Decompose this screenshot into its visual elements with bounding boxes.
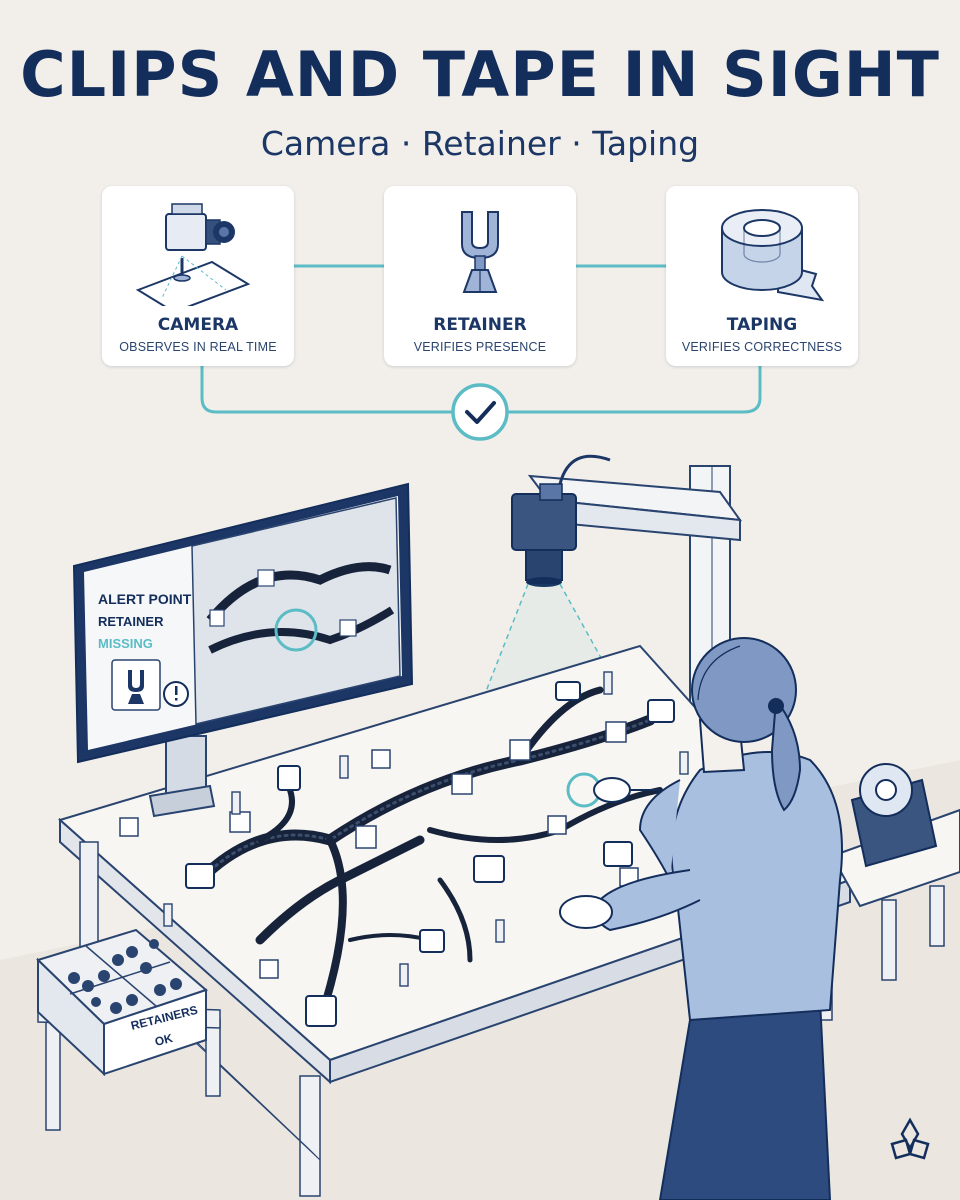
retainer-bin: RETAINERS OK [36, 928, 221, 1131]
page-subtitle: Camera · Retainer · Taping [260, 124, 700, 163]
step-description-retainer: VERIFIES PRESENCE [413, 340, 547, 354]
step-label-camera: CAMERA [157, 315, 239, 335]
alert-title: ALERT POINT [98, 591, 192, 607]
brand-logo-icon [890, 1117, 930, 1160]
tape-dispenser-icon [850, 763, 938, 868]
camera-icon [135, 203, 251, 306]
inspection-monitor: ALERT POINT RETAINER MISSING [72, 482, 414, 818]
page-title: CLIPS AND TAPE IN SIGHT [20, 38, 940, 111]
process-connectors [200, 264, 762, 441]
step-card-retainer: RETAINER VERIFIES PRESENCE [384, 186, 576, 366]
gloved-hand-right [593, 777, 631, 803]
step-description-taping: VERIFIES CORRECTNESS [681, 340, 843, 354]
connectors [185, 681, 675, 1027]
step-label-taping: TAPING [726, 315, 798, 335]
step-description-camera: OBSERVES IN REAL TIME [119, 340, 277, 354]
step-card-taping: TAPING VERIFIES CORRECTNESS [666, 186, 858, 366]
retainer-clips [119, 721, 639, 979]
tape-roll-icon [721, 209, 825, 302]
alert-status: MISSING [98, 636, 153, 651]
operator [559, 637, 843, 1200]
gloved-hand-left [559, 895, 613, 929]
step-card-camera: CAMERA OBSERVES IN REAL TIME [102, 186, 294, 366]
workstation-illustration: ALERT POINT RETAINER MISSING RETAINERS O… [0, 454, 960, 1200]
alert-item: RETAINER [98, 614, 164, 629]
retainer-icon [461, 211, 499, 293]
camera-gantry [527, 454, 743, 767]
check-icon [451, 383, 509, 441]
table-pins [163, 671, 689, 987]
alert-highlight-circle [274, 608, 318, 652]
step-label-retainer: RETAINER [433, 315, 527, 335]
bin-label-line2: OK [153, 1031, 174, 1049]
